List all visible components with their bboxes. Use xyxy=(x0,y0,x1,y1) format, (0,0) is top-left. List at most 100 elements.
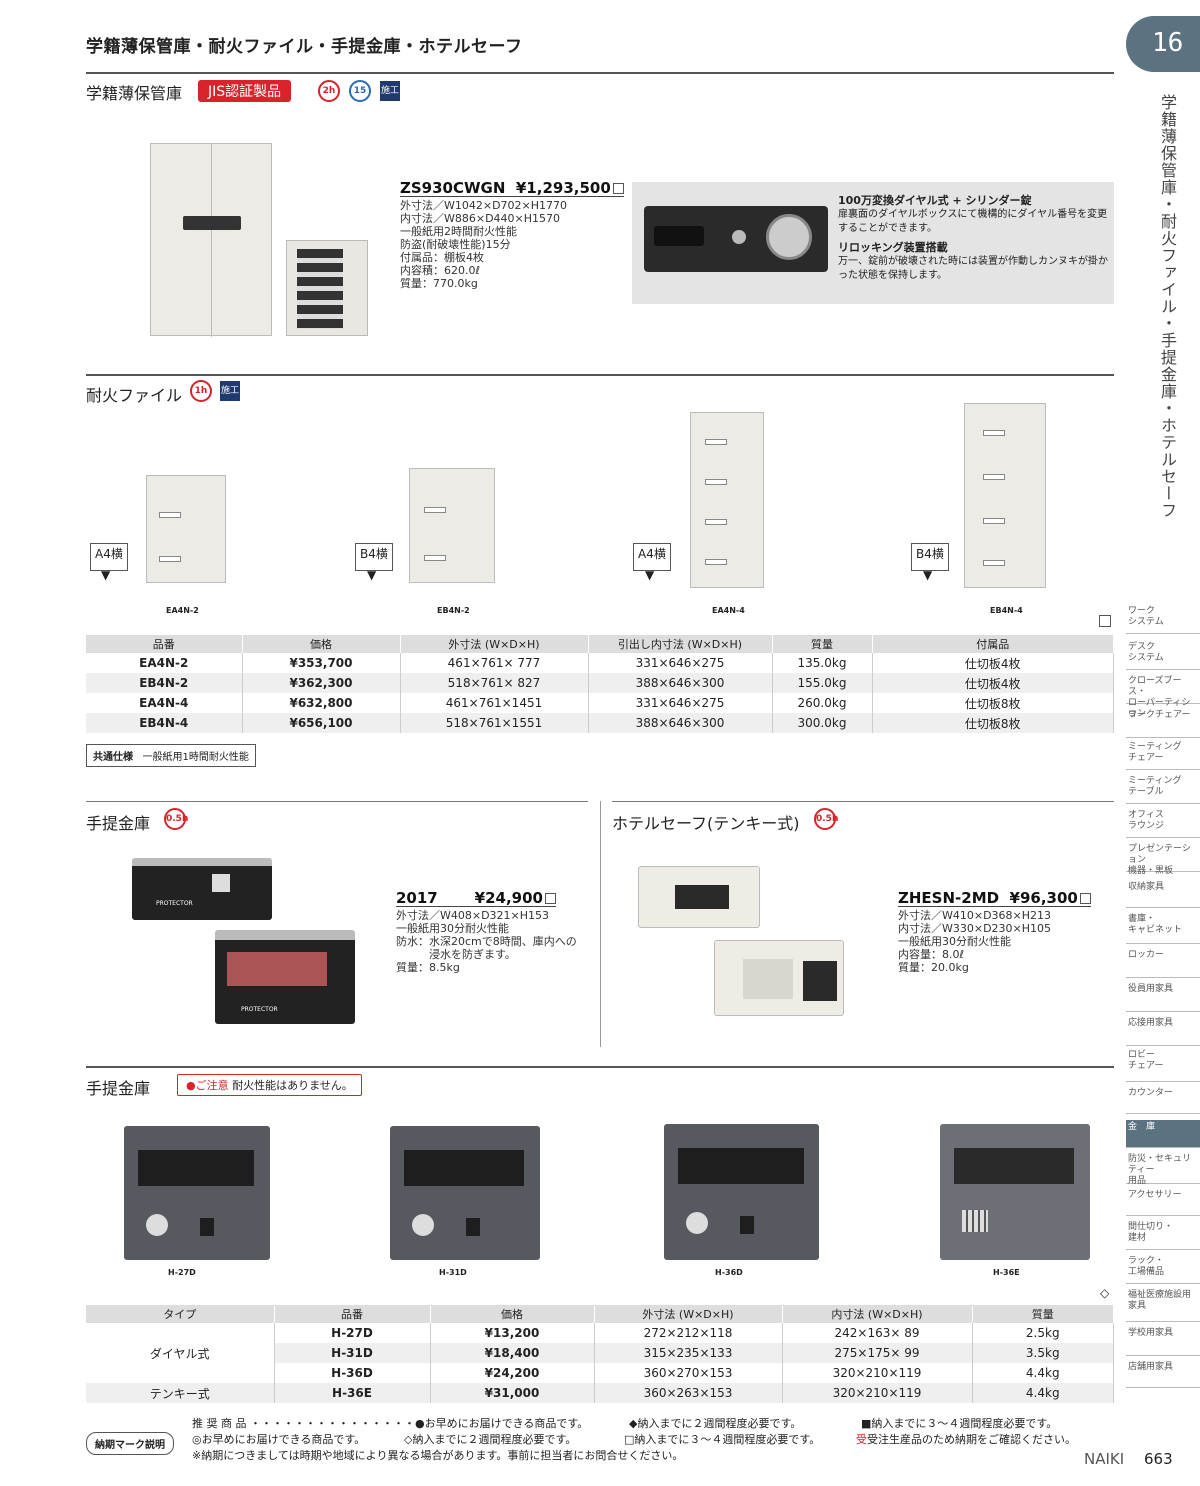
legend-r1: ●お早めにお届けできる商品です。 xyxy=(415,1417,589,1430)
spec-line: 質量：8.5kg xyxy=(396,961,460,974)
product-image-ea4n-2 xyxy=(146,475,226,583)
size-tag: A4横 xyxy=(633,543,671,571)
cell: 388×646×300 xyxy=(588,673,773,693)
sidebar-item[interactable]: クローズブース・ ローパーティション xyxy=(1126,674,1200,719)
cell: ダイヤル式 xyxy=(86,1323,275,1383)
sidebar-item[interactable]: 収納家具 xyxy=(1126,880,1200,908)
vertical-section-title: 学籍薄保管庫・耐火ファイル・手提金庫・ホテルセーフ xyxy=(1158,94,1177,519)
sidebar-item[interactable]: ミーティング チェアー xyxy=(1126,740,1200,770)
page-section-tab[interactable]: 16 xyxy=(1126,16,1200,72)
column-divider xyxy=(600,801,601,1047)
product-image-zs930cwgn-open xyxy=(286,240,368,336)
sidebar-item[interactable]: カウンター xyxy=(1126,1086,1200,1114)
sidebar-item[interactable]: 応接用家具 xyxy=(1126,1016,1200,1046)
cell: 461×761× 777 xyxy=(400,653,589,673)
cell: 2.5kg xyxy=(972,1323,1114,1343)
caption: H-36E xyxy=(993,1268,1020,1277)
anti-theft-15-icon: 15 xyxy=(349,80,371,102)
caption: H-27D xyxy=(168,1268,196,1277)
spec-line: 外寸法／W1042×D702×H1770 xyxy=(400,199,568,212)
cell: 4.4kg xyxy=(972,1363,1114,1383)
feature2-desc: 万一、錠前が破壊された時には装置が作動しカンヌキが掛かった状態を保持します。 xyxy=(838,256,1108,281)
delivery-mark-diamond-icon: ◇ xyxy=(1100,1286,1110,1300)
product-image-eb4n-2 xyxy=(409,468,495,583)
sidebar-item[interactable]: ラック・ 工場備品 xyxy=(1126,1254,1200,1284)
cell: 300.0kg xyxy=(772,713,873,733)
legend-r2: ◆納入までに２週間程度必要です。 xyxy=(629,1417,802,1430)
spec-line: 浸水を防ぎます。 xyxy=(396,948,516,961)
fire-file-table: 品番 価格 外寸法 (W×D×H) 引出し内寸法 (W×D×H) 質量 付属品 … xyxy=(86,635,1114,733)
cell: 320×210×119 xyxy=(782,1363,973,1383)
delivery-mark-icon xyxy=(1099,615,1111,627)
spec-line: 防水：水深20cmで8時間、庫内への xyxy=(396,935,577,948)
legend-r3: ■納入までに３～４週間程度必要です。 xyxy=(861,1417,1058,1430)
fireproof-2h-icon: 2h xyxy=(318,80,340,102)
sidebar-item[interactable]: オフィス ラウンジ xyxy=(1126,808,1200,838)
size-tag: A4横 xyxy=(90,543,128,571)
sidebar-item[interactable]: 金 庫 xyxy=(1126,1120,1200,1148)
page-number: 663 xyxy=(1144,1450,1173,1468)
cell: H-36E xyxy=(274,1383,431,1403)
cell: ¥18,400 xyxy=(430,1343,595,1363)
cell: 518×761×1551 xyxy=(400,713,589,733)
spec-line: 内寸法／W330×D230×H105 xyxy=(898,922,1052,935)
sidebar-item[interactable]: ロビー チェアー xyxy=(1126,1048,1200,1082)
arrow-down-icon: ▼ xyxy=(367,568,377,582)
sidebar-item[interactable]: 福祉医療施設用 家具 xyxy=(1126,1288,1200,1322)
installation-icon: 施工 xyxy=(220,381,240,401)
sidebar-item[interactable]: 店舗用家具 xyxy=(1126,1360,1200,1388)
divider xyxy=(86,374,1114,376)
cell: 仕切板4枚 xyxy=(872,673,1114,693)
arrow-down-icon: ▼ xyxy=(923,568,933,582)
brand: NAIKI xyxy=(1084,1450,1125,1468)
arrow-down-icon: ▼ xyxy=(645,568,655,582)
cell: ¥632,800 xyxy=(242,693,401,713)
sidebar-item[interactable]: ミーティング テーブル xyxy=(1126,774,1200,804)
cell: 仕切板8枚 xyxy=(872,693,1114,713)
sidebar-item[interactable]: ロッカー xyxy=(1126,948,1200,978)
feature1-title: 100万変換ダイヤル式 + シリンダー錠 xyxy=(838,194,1032,207)
feature1-desc: 扉裏面のダイヤルボックスにて機構的にダイヤル番号を変更することができます。 xyxy=(838,209,1108,234)
dial-lock-image xyxy=(644,206,828,272)
cell: 260.0kg xyxy=(772,693,873,713)
cell: ¥31,000 xyxy=(430,1383,595,1403)
sidebar-item[interactable]: 書庫・ キャビネット xyxy=(1126,912,1200,944)
price-2017: ¥24,900 xyxy=(474,889,543,907)
cell: 仕切板8枚 xyxy=(872,713,1114,733)
common-spec: 共通仕様 一般紙用1時間耐火性能 xyxy=(86,744,256,767)
sidebar-item[interactable]: 役員用家具 xyxy=(1126,982,1200,1012)
sidebar-item[interactable]: デスク システム xyxy=(1126,640,1200,670)
cell: テンキー式 xyxy=(86,1383,275,1403)
cell: 320×210×119 xyxy=(782,1383,973,1403)
col-header: 内寸法 (W×D×H) xyxy=(782,1305,973,1323)
legend-recommend: 推 奨 商 品 ・・・・・・・・・・・・・・・ xyxy=(192,1417,415,1430)
cell: 360×263×153 xyxy=(594,1383,783,1403)
header-divider xyxy=(86,72,1114,74)
col-header: タイプ xyxy=(86,1305,275,1323)
section-title-portable-safe: 手提金庫 xyxy=(86,814,151,833)
cell: 155.0kg xyxy=(772,673,873,693)
sidebar-item[interactable]: 学校用家具 xyxy=(1126,1326,1200,1356)
sidebar-item[interactable]: 間仕切り・ 建材 xyxy=(1126,1220,1200,1250)
cell: 315×235×133 xyxy=(594,1343,783,1363)
made-to-order-icon: 受 xyxy=(856,1433,867,1446)
sidebar-item[interactable]: プレゼンテーション 機器・黒板 xyxy=(1126,842,1200,876)
notice-box: ●ご注意 耐火性能はありません。 xyxy=(177,1074,362,1096)
sidebar-item[interactable]: アクセサリー xyxy=(1126,1188,1200,1216)
sidebar-item[interactable]: 防災・セキュリティー 用品 xyxy=(1126,1152,1200,1186)
col-header: 品番 xyxy=(86,635,243,653)
caption: EB4N-2 xyxy=(437,606,470,615)
model-2017: 2017 xyxy=(396,889,438,907)
sidebar-item[interactable]: ワークチェアー xyxy=(1126,708,1200,738)
cell: ¥656,100 xyxy=(242,713,401,733)
col-header: 価格 xyxy=(430,1305,595,1323)
spec-zs930cwgn: ZS930CWGN ¥1,293,500 外寸法／W1042×D702×H177… xyxy=(400,181,624,290)
sidebar-item[interactable]: ワーク システム xyxy=(1126,604,1200,634)
product-image-h-36d xyxy=(664,1124,819,1260)
